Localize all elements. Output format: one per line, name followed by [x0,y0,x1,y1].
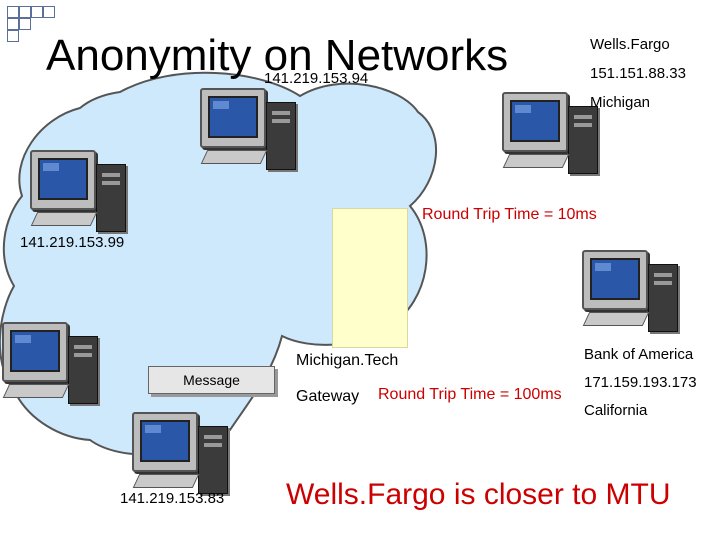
computer-icon [30,150,140,250]
decor-square [19,18,31,30]
bank-name: Bank of America [584,346,694,363]
decor-square [7,30,19,42]
conclusion-text: Wells.Fargo is closer to MTU [286,478,671,511]
computer-icon [2,322,112,422]
rtt-bank: Round Trip Time = 100ms [378,386,562,403]
rtt-wellsfargo: Round Trip Time = 10ms [422,206,597,223]
left-node-ip: 141.219.153.99 [20,234,125,251]
computer-icon [200,88,310,188]
wellsfargo-ip: 151.151.88.33 [590,65,686,82]
bottom-node-ip: 141.219.153.83 [120,490,225,507]
message-box: Message [148,366,275,394]
gateway-highlight [332,208,408,348]
decor-square [7,18,19,30]
top-node-ip: 141.219.153.94 [264,70,369,87]
decor-square [19,6,31,18]
bank-ip: 171.159.193.173 [584,374,697,391]
computer-icon [502,92,612,192]
decor-square [7,6,19,18]
computer-icon [582,250,692,350]
slide-title: Anonymity on Networks [46,31,509,80]
gateway-label: Gateway [296,388,360,405]
gateway-name: Michigan.Tech [296,352,399,369]
bank-location: California [584,402,648,419]
wellsfargo-location: Michigan [590,94,651,111]
wellsfargo-name: Wells.Fargo [590,36,670,53]
decor-square [31,6,43,18]
decor-square [43,6,55,18]
computer-icon [132,412,242,512]
